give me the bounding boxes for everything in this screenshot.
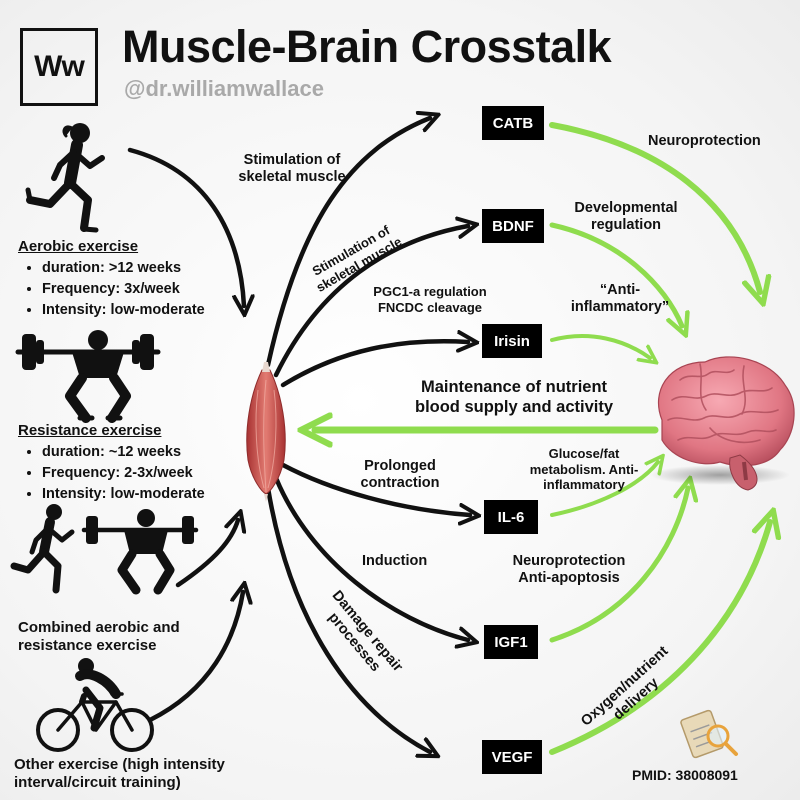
label-il6-pathway: Prolonged contraction: [350, 458, 450, 493]
squat-lifter-icon: [15, 330, 161, 423]
combined-line2: resistance exercise: [18, 637, 157, 654]
arrow-other-to-muscle: [147, 592, 243, 723]
resistance-intensity: Intensity: low-moderate: [42, 484, 205, 505]
muscle-to-myokine-arrows: [265, 118, 470, 752]
label-catb-pathway-line2: skeletal muscle: [238, 169, 346, 186]
myokine-bdnf: BDNF: [482, 209, 544, 243]
label-irisin-pathway-line2: FNCDC cleavage: [377, 299, 483, 315]
effect-bdnf: Developmental regulation: [566, 200, 686, 235]
label-il6-pathway-line2: contraction: [360, 475, 440, 492]
aerobic-intensity: Intensity: low-moderate: [42, 300, 205, 321]
label-irisin-pathway-line1: PGC1-a regulation: [373, 284, 487, 299]
effect-igf1: Neuroprotection Anti-apoptosis: [504, 553, 634, 588]
exercise-to-muscle-arrows: [127, 147, 244, 723]
cyclist-icon: [36, 658, 154, 752]
effect-irisin-line1: “Anti-: [599, 282, 641, 298]
arrow-muscle-to-il6: [280, 462, 470, 515]
pmid-reference: PMID: 38008091: [632, 767, 738, 783]
effect-igf1-line2: Anti-apoptosis: [518, 570, 620, 587]
combined-exercise-label: Combined aerobic and resistance exercise: [18, 619, 180, 655]
effect-bdnf-line1: Developmental: [574, 200, 678, 216]
label-igf1-pathway: Induction: [362, 553, 428, 569]
myokine-to-brain-arrows: [315, 122, 770, 755]
arrow-catb-to-brain: [549, 122, 760, 292]
arrow-combined-to-muscle: [175, 520, 238, 588]
effect-catb: Neuroprotection: [648, 133, 761, 149]
feedback-label: Maintenance of nutrient blood supply and…: [396, 378, 632, 418]
label-irisin-pathway: PGC1-a regulation FNCDC cleavage: [356, 284, 504, 315]
resistance-heading: Resistance exercise: [18, 422, 162, 439]
resistance-frequency: Frequency: 2-3x/week: [42, 463, 205, 484]
brand-logo: Ww: [20, 28, 98, 106]
myokine-vegf: VEGF: [482, 740, 542, 774]
effect-irisin-line2: inflammatory”: [570, 299, 670, 316]
effect-il6-line1: Glucose/fat: [548, 446, 620, 461]
brain-icon: [650, 356, 795, 491]
label-catb-pathway-line1: Stimulation of: [243, 152, 341, 168]
arrow-muscle-to-igf1: [273, 475, 468, 640]
arrow-vegf-to-brain: [549, 522, 770, 755]
combined-line1: Combined aerobic and: [18, 619, 180, 636]
arrow-muscle-to-vegf: [265, 485, 430, 752]
aerobic-bullets: duration: >12 weeks Frequency: 3x/week I…: [22, 258, 205, 321]
author-handle: @dr.williamwallace: [124, 76, 324, 101]
arrow-bdnf-to-brain: [549, 222, 682, 326]
effect-il6: Glucose/fat metabolism. Anti- inflammato…: [516, 446, 652, 493]
aerobic-heading: Aerobic exercise: [18, 238, 139, 255]
arrow-igf1-to-brain: [549, 488, 688, 643]
arrow-irisin-to-brain: [550, 334, 650, 358]
label-il6-pathway-line1: Prolonged: [364, 458, 436, 474]
runner-icon: [25, 123, 105, 233]
other-line2: interval/circuit training): [14, 774, 181, 791]
aerobic-frequency: Frequency: 3x/week: [42, 279, 205, 300]
muscle-icon: [246, 362, 286, 502]
myokine-igf1: IGF1: [484, 625, 538, 659]
combined-exercise-icon: [10, 504, 199, 595]
label-catb-pathway: Stimulation of skeletal muscle: [222, 152, 362, 187]
resistance-bullets: duration: ~12 weeks Frequency: 2-3x/week…: [22, 442, 205, 505]
other-exercise-label: Other exercise (high intensity interval/…: [14, 756, 225, 792]
page-title: Muscle-Brain Crosstalk: [122, 21, 612, 72]
other-line1: Other exercise (high intensity: [14, 756, 225, 773]
feedback-line1: Maintenance of nutrient: [420, 378, 608, 396]
logo-text: Ww: [34, 50, 85, 83]
effect-igf1-line1: Neuroprotection: [512, 553, 626, 569]
arrow-aerobic-to-muscle: [127, 147, 244, 306]
resistance-duration: duration: ~12 weeks: [42, 442, 205, 463]
effect-irisin: “Anti- inflammatory”: [560, 282, 680, 317]
arrow-muscle-to-bdnf: [273, 226, 468, 378]
myokine-il6: IL-6: [484, 500, 538, 534]
effect-il6-line2: metabolism. Anti-: [529, 461, 639, 477]
arrow-il6-to-brain: [550, 462, 658, 517]
effect-il6-line3: inflammatory: [543, 477, 625, 493]
myokine-irisin: Irisin: [482, 324, 542, 358]
aerobic-duration: duration: >12 weeks: [42, 258, 205, 279]
feedback-line2: blood supply and activity: [414, 397, 614, 416]
arrow-muscle-to-irisin: [280, 341, 468, 388]
clipboard-magnifier-icon: [680, 709, 738, 759]
effect-bdnf-line2: regulation: [590, 217, 662, 234]
myokine-catb: CATB: [482, 106, 544, 140]
arrow-muscle-to-catb: [265, 118, 430, 368]
